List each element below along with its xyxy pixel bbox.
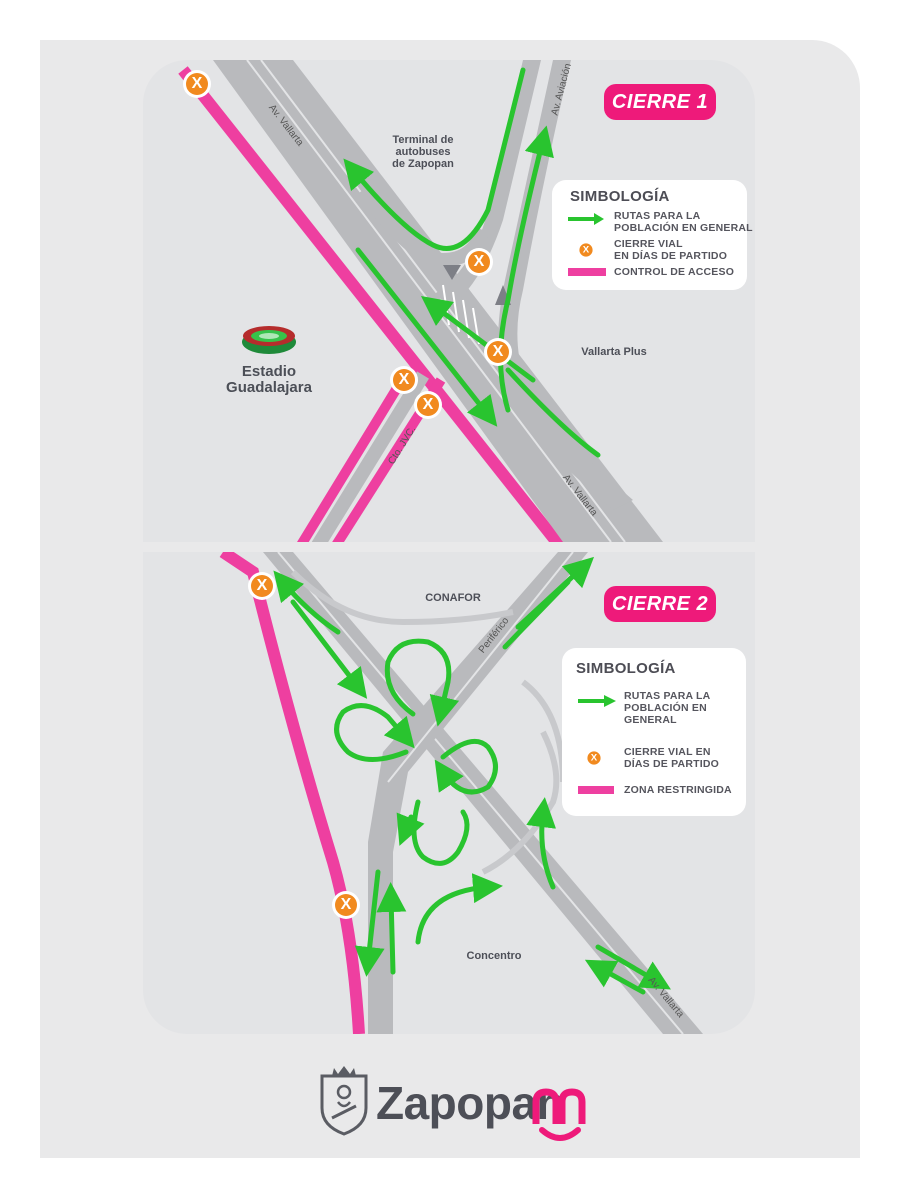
map-panel-cierre-2: CIERRE 2 SIMBOLOGÍA RUTAS PARA LA POBLAC… [143, 552, 755, 1034]
map-cierre-2 [219, 552, 703, 1034]
concentro-label: Concentro [466, 950, 522, 962]
green-routes-cierre-1 [343, 67, 601, 458]
closure-x-icon: X [585, 749, 603, 767]
vallarta-plus-label: Vallarta Plus [581, 346, 647, 358]
cto-jvc-pink-left [297, 367, 413, 542]
closure-marker-1: X [183, 70, 211, 98]
restricted-zone-swatch [578, 786, 614, 794]
legend-restricted: ZONA RESTRINGIDA [624, 784, 732, 796]
map-cierre-1 [178, 60, 663, 542]
route-arrow-icon [568, 213, 604, 225]
closure-marker-7: X [332, 891, 360, 919]
stadium-label: Estadio Guadalajara [226, 363, 312, 396]
map-panel-cierre-1: CIERRE 1 SIMBOLOGÍA RUTAS PARA LA POBLAC… [143, 60, 755, 542]
conafor-label: CONAFOR [425, 592, 481, 604]
access-control-swatch [568, 268, 606, 276]
av-aviacion-road [433, 60, 541, 305]
legend-closure: CIERRE VIAL EN DÍAS DE PARTIDO [624, 746, 719, 770]
cierre-1-badge: CIERRE 1 [604, 84, 716, 120]
route-arrow-icon [578, 695, 616, 707]
zapopan-shield-icon [320, 1066, 368, 1136]
legend-closure: CIERRE VIAL EN DÍAS DE PARTIDO [614, 238, 728, 262]
access-control-road [178, 66, 565, 542]
route-arrow-icon [273, 570, 341, 635]
closure-marker-4: X [390, 366, 418, 394]
legend-title: SIMBOLOGÍA [576, 660, 676, 677]
route-arrow-icon [343, 67, 526, 251]
periferico-road [368, 552, 588, 1034]
legend-cierre-2: SIMBOLOGÍA RUTAS PARA LA POBLACIÓN EN GE… [562, 648, 746, 816]
closure-marker-6: X [248, 572, 276, 600]
stadium-icon [242, 326, 296, 354]
green-routes-cierre-2 [273, 556, 671, 995]
terminal-label: Terminal de autobuses de Zapopan [392, 134, 454, 170]
av-vallarta-road [263, 552, 703, 1034]
cierre-2-badge: CIERRE 2 [604, 586, 716, 622]
legend-routes: RUTAS PARA LA POBLACIÓN EN GENERAL [614, 210, 753, 234]
closure-marker-2: X [465, 248, 493, 276]
zapopan-smile-icon [532, 1088, 586, 1141]
legend-title: SIMBOLOGÍA [570, 188, 670, 205]
closure-marker-5: X [414, 391, 442, 419]
closure-marker-3: X [484, 338, 512, 366]
legend-routes: RUTAS PARA LA POBLACIÓN EN GENERAL [624, 690, 711, 726]
restricted-zone-road [219, 552, 365, 1034]
legend-control: CONTROL DE ACCESO [614, 266, 735, 278]
closure-x-icon: X [577, 241, 595, 259]
legend-cierre-1: SIMBOLOGÍA RUTAS PARA LA POBLACIÓN EN GE… [552, 180, 753, 290]
